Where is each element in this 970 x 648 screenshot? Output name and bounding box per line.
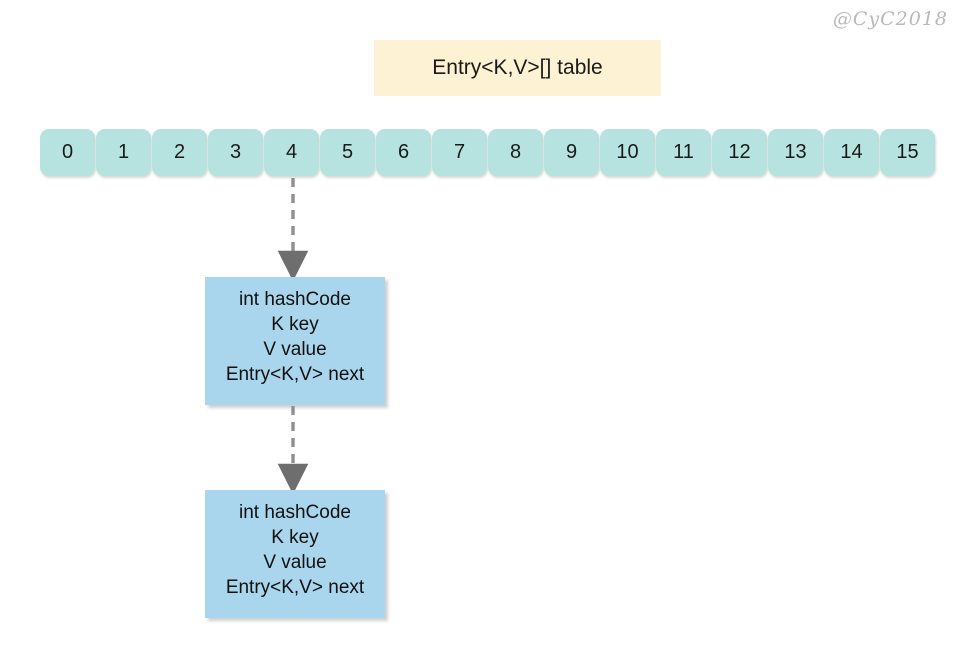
entry-field-hashcode: int hashCode xyxy=(239,289,351,310)
array-cell-9[interactable]: 9 xyxy=(544,129,599,176)
array-cell-3[interactable]: 3 xyxy=(208,129,263,176)
array-cell-index-label: 13 xyxy=(784,141,807,163)
array-cell-index-label: 5 xyxy=(341,141,354,163)
entry-field-value: V value xyxy=(263,339,327,360)
array-cell-4[interactable]: 4 xyxy=(264,129,319,176)
array-cell-index-label: 4 xyxy=(285,141,298,163)
array-cell-2[interactable]: 2 xyxy=(152,129,207,176)
array-cell-index-label: 1 xyxy=(117,141,130,163)
array-cell-index-label: 14 xyxy=(840,141,863,163)
array-cell-index-label: 12 xyxy=(728,141,751,163)
array-cell-12[interactable]: 12 xyxy=(712,129,767,176)
array-cell-index-label: 15 xyxy=(896,141,919,163)
entry-field-key: K key xyxy=(271,314,319,335)
array-cell-0[interactable]: 0 xyxy=(40,129,95,176)
table-title-box: Entry<K,V>[] table xyxy=(374,40,661,96)
array-cell-1[interactable]: 1 xyxy=(96,129,151,176)
array-cell-15[interactable]: 15 xyxy=(880,129,935,176)
entry-field-next: Entry<K,V> next xyxy=(225,577,365,598)
array-cell-8[interactable]: 8 xyxy=(488,129,543,176)
table-title-label: Entry<K,V>[] table xyxy=(432,56,603,79)
array-cell-index-label: 2 xyxy=(173,141,186,163)
array-cell-index-label: 8 xyxy=(509,141,522,163)
array-cell-index-label: 9 xyxy=(565,141,578,163)
watermark-text: @CyC2018 xyxy=(832,8,948,30)
array-cell-10[interactable]: 10 xyxy=(600,129,655,176)
array-cell-6[interactable]: 6 xyxy=(376,129,431,176)
array-cell-14[interactable]: 14 xyxy=(824,129,879,176)
entry-node-2[interactable]: int hashCode K key V value Entry<K,V> ne… xyxy=(205,490,385,618)
entry-field-hashcode: int hashCode xyxy=(239,502,351,523)
array-cell-5[interactable]: 5 xyxy=(320,129,375,176)
array-cell-13[interactable]: 13 xyxy=(768,129,823,176)
entry-field-next: Entry<K,V> next xyxy=(225,364,365,385)
array-cell-index-label: 0 xyxy=(61,141,74,163)
array-cell-index-label: 6 xyxy=(397,141,410,163)
entry-table-array: 0 1 2 3 4 5 6 7 8 9 10 11 12 13 14 15 xyxy=(40,129,935,176)
array-cell-7[interactable]: 7 xyxy=(432,129,487,176)
array-cell-index-label: 10 xyxy=(616,141,639,163)
array-cell-index-label: 7 xyxy=(453,141,466,163)
array-cell-11[interactable]: 11 xyxy=(656,129,711,176)
array-cell-index-label: 11 xyxy=(673,141,694,163)
entry-field-key: K key xyxy=(271,527,319,548)
array-cell-index-label: 3 xyxy=(229,141,242,163)
entry-field-value: V value xyxy=(263,552,327,573)
entry-node-1[interactable]: int hashCode K key V value Entry<K,V> ne… xyxy=(205,277,385,405)
